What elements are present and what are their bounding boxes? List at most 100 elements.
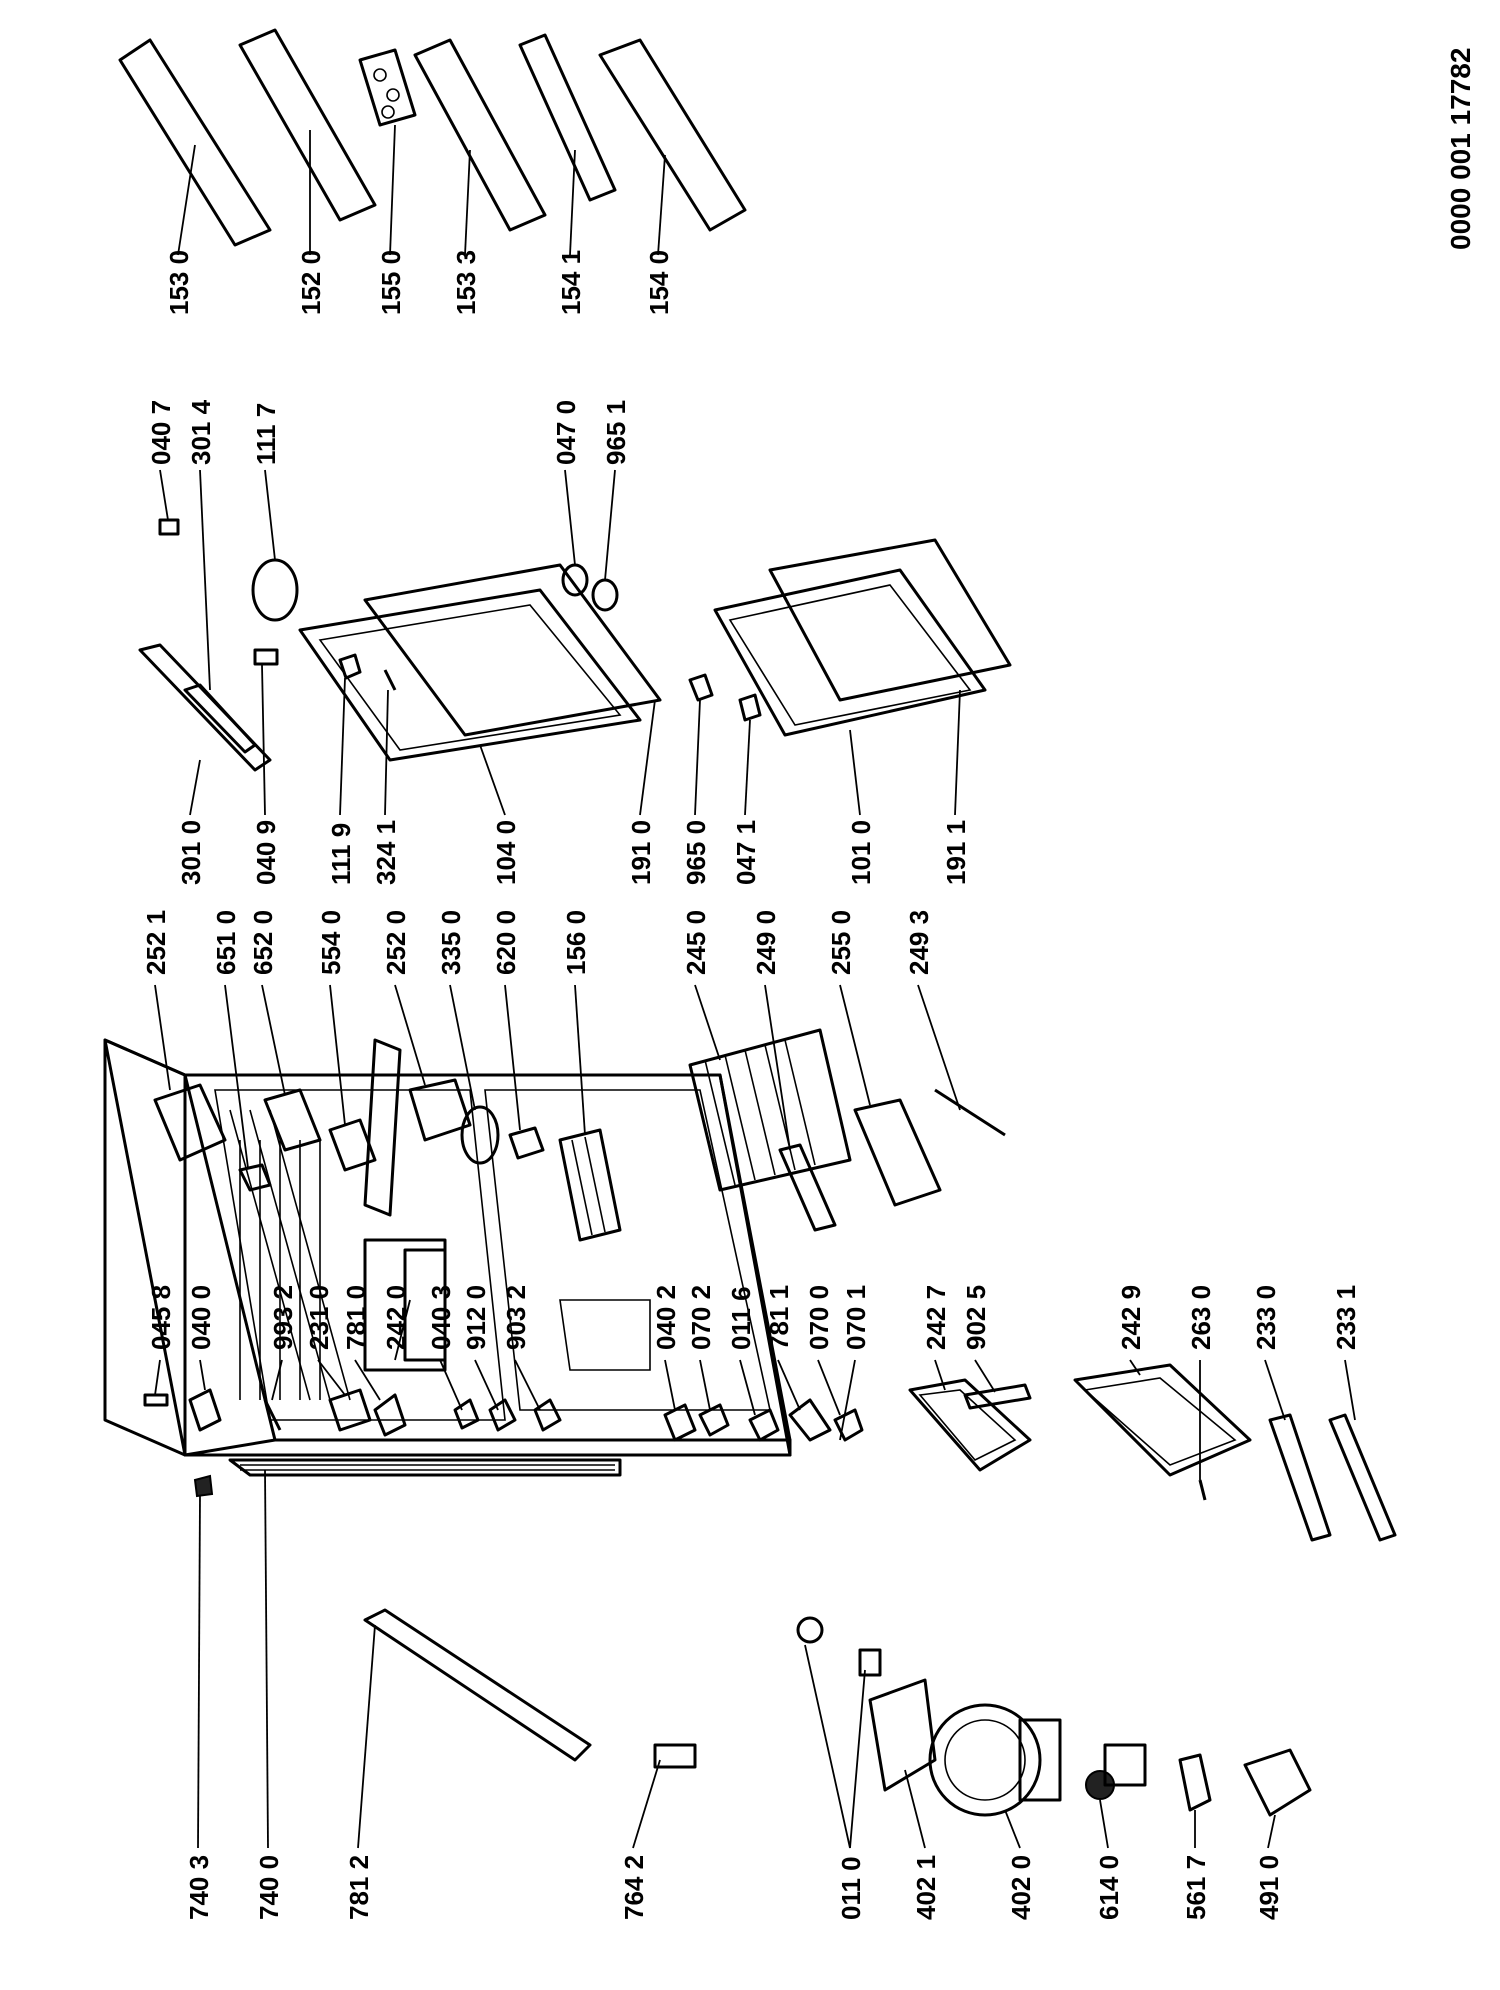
label-153-3: 153 3 xyxy=(451,250,481,315)
bin-153-3 xyxy=(413,38,547,232)
label-040-9: 040 9 xyxy=(251,820,281,885)
part-number-labels: 740 3 740 0 781 2 764 2 011 0 402 1 402 … xyxy=(141,250,1361,1920)
label-242-0: 242 0 xyxy=(381,1285,411,1350)
evaporator-252-0 xyxy=(363,1038,472,1217)
label-652-0: 652 0 xyxy=(248,910,278,975)
crisper-drawer-242-9 xyxy=(1073,1363,1252,1477)
fridge-door-104-0 xyxy=(298,588,642,762)
part-047-0 xyxy=(561,563,589,597)
egg-tray-155-0 xyxy=(358,48,417,127)
label-402-0: 402 0 xyxy=(1006,1855,1036,1920)
cover-491-0 xyxy=(1243,1748,1312,1817)
label-040-0: 040 0 xyxy=(186,1285,216,1350)
label-561-7: 561 7 xyxy=(1181,1855,1211,1920)
crisper-drawer-242-7 xyxy=(908,1378,1032,1472)
strip-263-0 xyxy=(1198,1479,1207,1501)
wire-shelf-245-0 xyxy=(688,1028,852,1192)
label-993-2: 993 2 xyxy=(268,1285,298,1350)
label-554-0: 554 0 xyxy=(316,910,346,975)
bin-154-0 xyxy=(598,38,747,232)
part-040-9 xyxy=(253,648,279,666)
compressor xyxy=(928,1703,1062,1817)
bin-154-1 xyxy=(518,33,617,202)
part-620-0 xyxy=(508,1126,545,1160)
label-620-0: 620 0 xyxy=(491,910,521,975)
label-191-1: 191 1 xyxy=(941,820,971,885)
label-191-0: 191 0 xyxy=(626,820,656,885)
label-154-1: 154 1 xyxy=(556,250,586,315)
label-651-0: 651 0 xyxy=(211,910,241,975)
label-402-1: 402 1 xyxy=(911,1855,941,1920)
brackets-column xyxy=(143,1388,864,1442)
part-324-1 xyxy=(383,669,397,691)
bin-153-0 xyxy=(118,38,272,247)
rail-233-1 xyxy=(1328,1413,1397,1542)
leader-lines xyxy=(154,124,1356,1849)
label-301-4: 301 4 xyxy=(186,399,216,465)
condenser-grid xyxy=(228,1458,622,1477)
freezer-door-101-0 xyxy=(713,568,987,737)
bin-152-0 xyxy=(238,28,377,222)
label-111-9: 111 9 xyxy=(326,823,356,885)
part-554-0 xyxy=(328,1118,377,1172)
label-104-0: 104 0 xyxy=(491,820,521,885)
label-040-3: 040 3 xyxy=(426,1285,456,1350)
relay-614-0 xyxy=(1085,1743,1147,1800)
label-070-2: 070 2 xyxy=(686,1285,716,1350)
label-047-0: 047 0 xyxy=(551,400,581,465)
label-155-0: 155 0 xyxy=(376,250,406,315)
label-045-8: 045 8 xyxy=(146,1285,176,1350)
label-764-2: 764 2 xyxy=(619,1855,649,1920)
label-245-0: 245 0 xyxy=(681,910,711,975)
label-740-3: 740 3 xyxy=(184,1855,214,1920)
part-965-0 xyxy=(688,673,714,702)
document-number: 0000 001 17782 xyxy=(1445,48,1476,250)
label-781-2: 781 2 xyxy=(344,1855,374,1920)
bar-301-0 xyxy=(138,643,272,772)
label-249-0: 249 0 xyxy=(751,910,781,975)
label-324-1: 324 1 xyxy=(371,820,401,885)
label-047-1: 047 1 xyxy=(731,820,761,885)
part-111-7 xyxy=(251,558,299,622)
label-242-9: 242 9 xyxy=(1116,1285,1146,1350)
label-153-0: 153 0 xyxy=(164,250,194,315)
label-111-7: 111 7 xyxy=(251,403,281,465)
rail-233-0 xyxy=(1268,1413,1332,1542)
part-402-1 xyxy=(868,1678,937,1792)
label-781-1: 781 1 xyxy=(764,1285,794,1350)
gasket-191-0 xyxy=(363,563,662,737)
part-965-1 xyxy=(591,578,619,612)
label-040-7: 040 7 xyxy=(146,400,176,465)
label-781-0: 781 0 xyxy=(341,1285,371,1350)
feet-parts xyxy=(796,1616,882,1677)
ice-tray-156-0 xyxy=(558,1128,622,1242)
part-764-2 xyxy=(653,1743,697,1769)
label-233-1: 233 1 xyxy=(1331,1285,1361,1350)
strip-902-5 xyxy=(963,1383,1032,1410)
glass-shelf-255-0 xyxy=(853,1098,942,1207)
strip-249-3 xyxy=(934,1088,1006,1137)
label-156-0: 156 0 xyxy=(561,910,591,975)
part-047-1 xyxy=(738,693,762,722)
label-965-1: 965 1 xyxy=(601,400,631,465)
label-233-0: 233 0 xyxy=(1251,1285,1281,1350)
label-070-1: 070 1 xyxy=(841,1285,871,1350)
part-040-7 xyxy=(158,518,180,536)
label-740-0: 740 0 xyxy=(254,1855,284,1920)
clip-740-3 xyxy=(193,1474,214,1498)
label-335-0: 335 0 xyxy=(436,910,466,975)
label-040-2: 040 2 xyxy=(651,1285,681,1350)
label-912-0: 912 0 xyxy=(461,1285,491,1350)
label-252-0: 252 0 xyxy=(381,910,411,975)
label-154-0: 154 0 xyxy=(644,250,674,315)
label-249-3: 249 3 xyxy=(904,910,934,975)
label-242-7: 242 7 xyxy=(921,1285,951,1350)
label-011-0: 011 0 xyxy=(836,1856,866,1920)
label-152-0: 152 0 xyxy=(296,250,326,315)
label-491-0: 491 0 xyxy=(1254,1855,1284,1920)
label-903-2: 903 2 xyxy=(501,1285,531,1350)
label-263-0: 263 0 xyxy=(1186,1285,1216,1350)
strip-249-0 xyxy=(778,1143,837,1232)
part-651-0 xyxy=(238,1163,272,1192)
